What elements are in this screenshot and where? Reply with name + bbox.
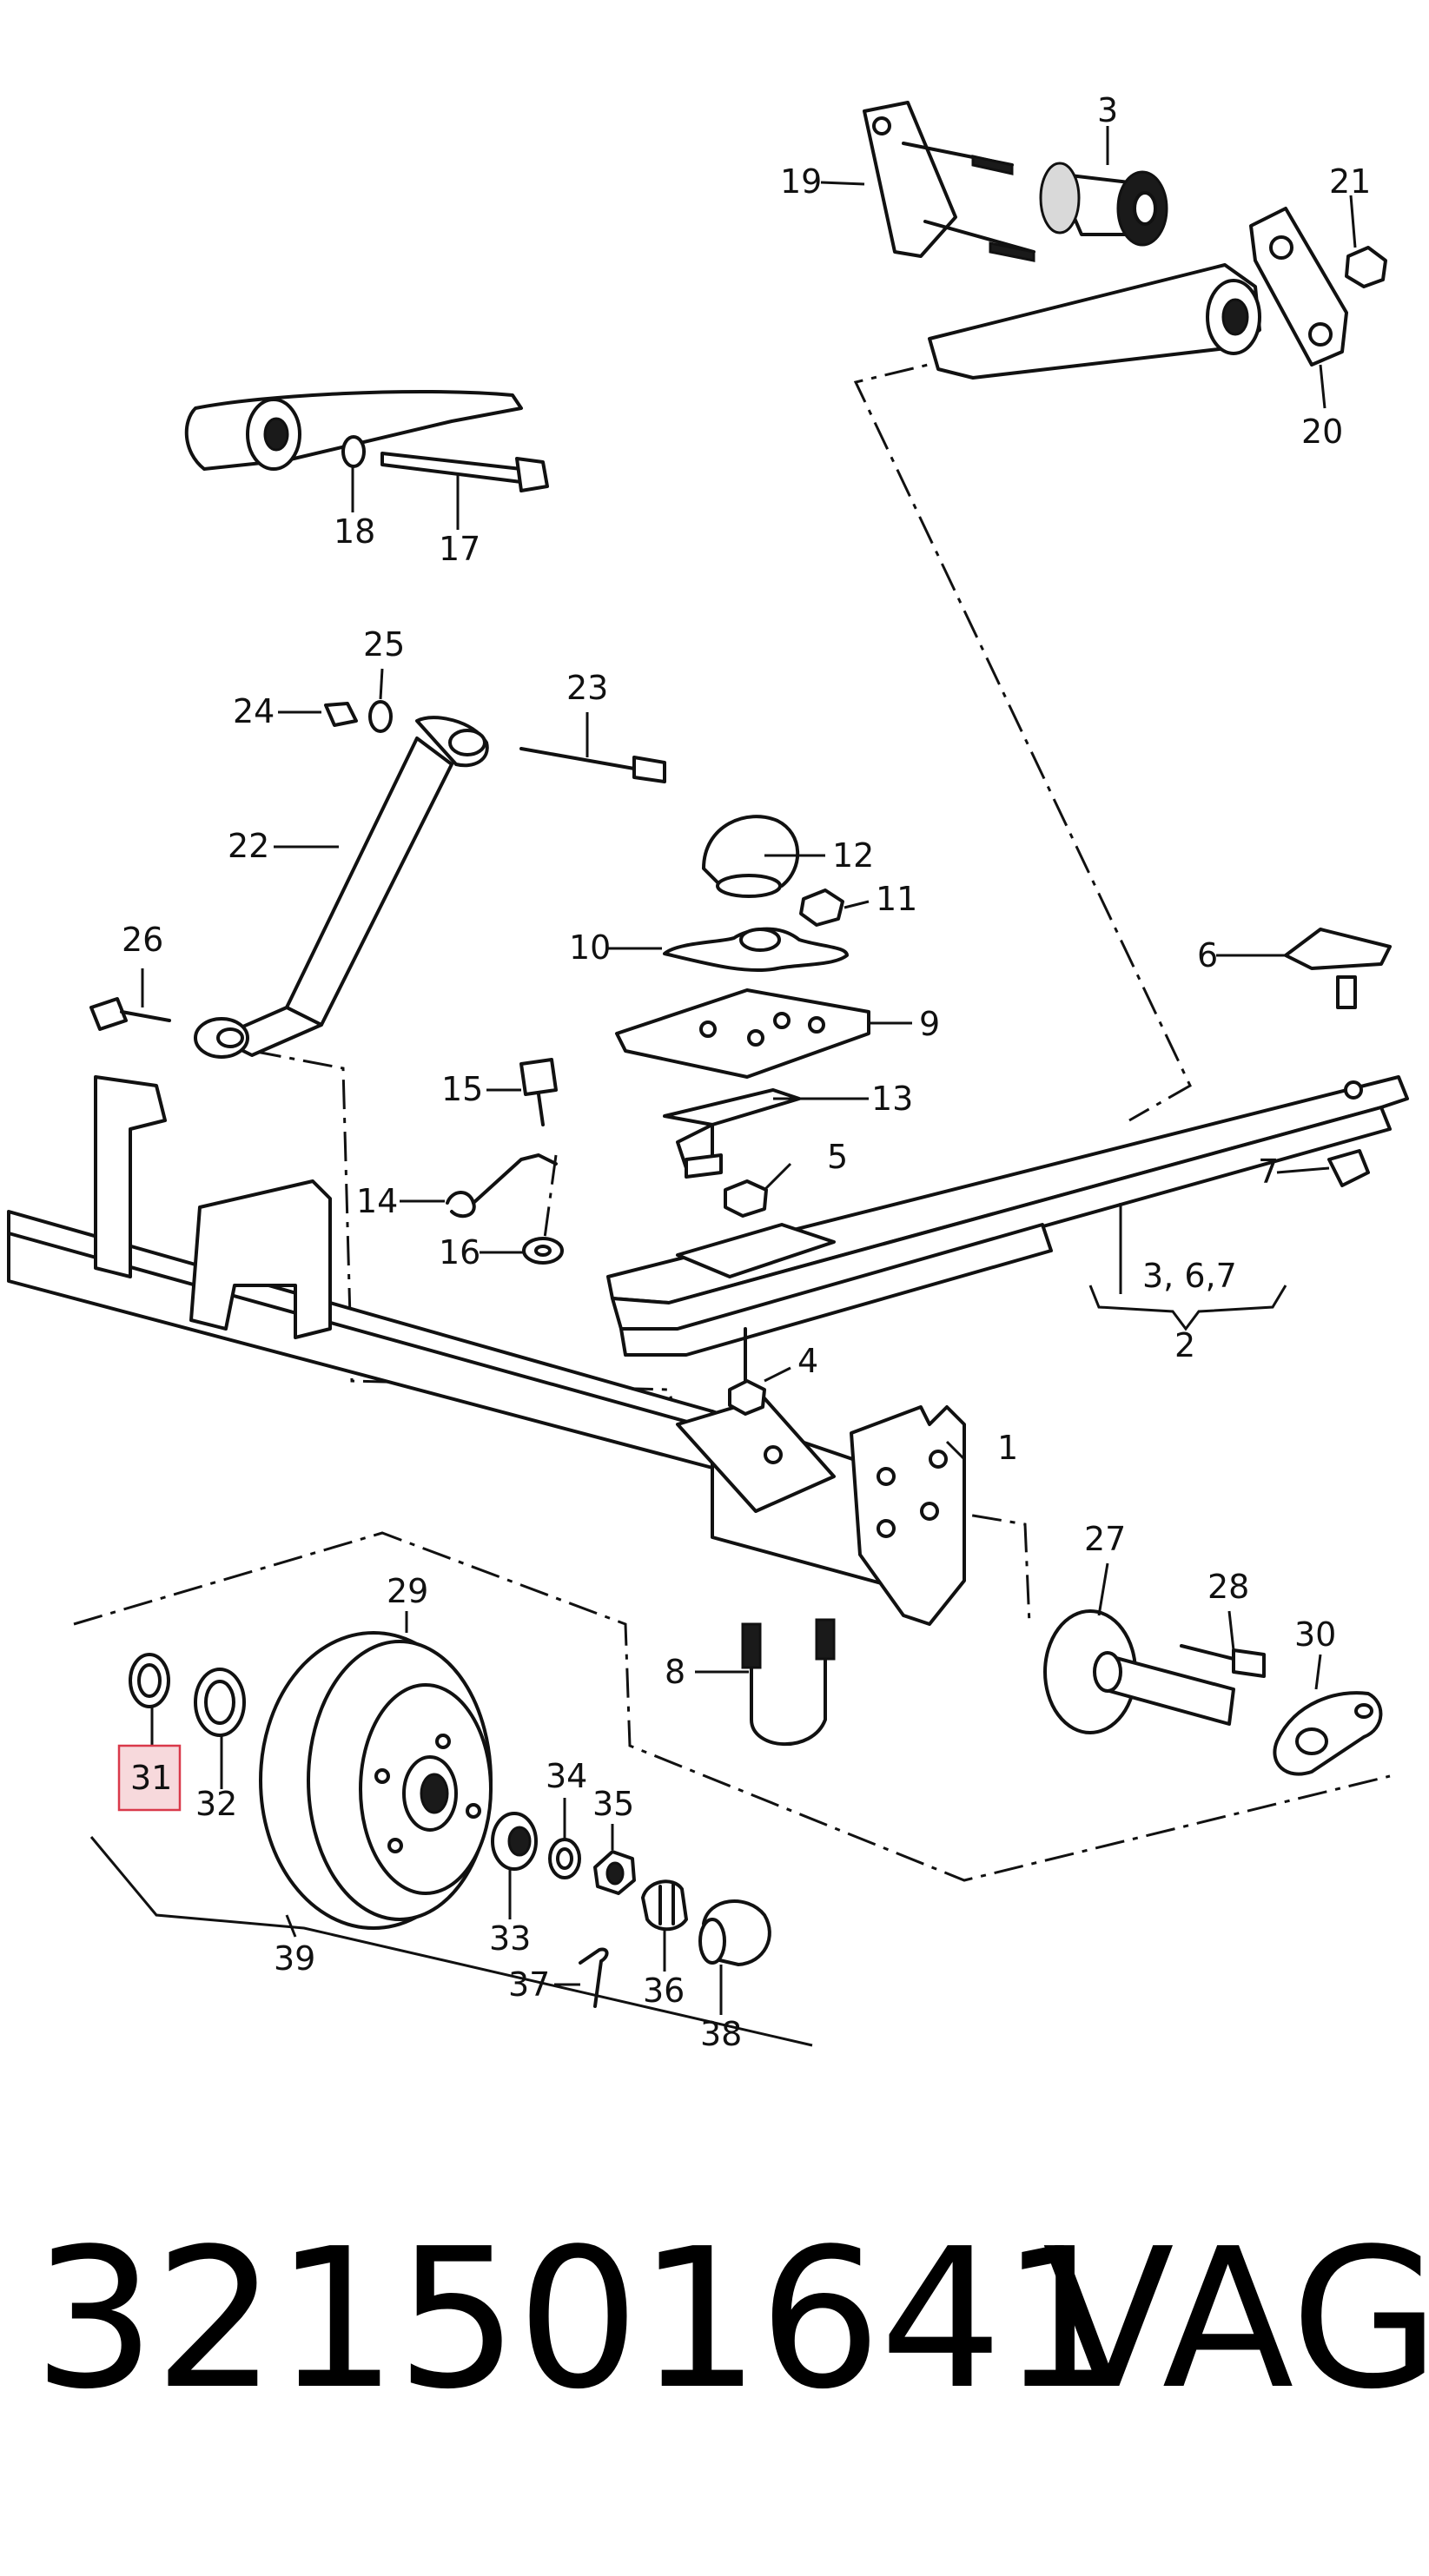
leaf-spring-pack (606, 1075, 1409, 1357)
brake-drum-29 (259, 1631, 493, 1930)
callout-6: 6 (1197, 936, 1218, 974)
callout-18: 18 (334, 512, 375, 551)
callout-3: 3 (1097, 91, 1118, 129)
clip-nut-6 (1284, 928, 1392, 1009)
callout-25: 25 (363, 625, 405, 664)
frame-rail (7, 1075, 905, 1591)
callout-15: 15 (441, 1070, 483, 1108)
callout-19: 19 (780, 162, 822, 201)
spring-end-17 (184, 389, 549, 492)
bolt-28 (1180, 1644, 1266, 1678)
bolt-26 (89, 997, 171, 1031)
callout-2: 2 (1174, 1326, 1195, 1364)
plate-20 (1249, 207, 1348, 367)
callout-8: 8 (665, 1653, 685, 1691)
castle-nut-36 (641, 1879, 688, 1932)
nut-16 (522, 1237, 564, 1265)
nut-5 (724, 1179, 768, 1218)
nut-7 (1327, 1149, 1370, 1187)
bracket-30 (1273, 1691, 1383, 1776)
callout-3-6-7: 3, 6,7 (1142, 1257, 1237, 1295)
bearing-33 (491, 1812, 538, 1871)
cotter-pin-37 (579, 1947, 609, 2008)
callout-20: 20 (1301, 413, 1343, 451)
callout-32: 32 (195, 1785, 237, 1823)
bushing-3 (1039, 162, 1168, 247)
washer-34 (548, 1838, 581, 1879)
callout-13: 13 (871, 1080, 913, 1118)
leader-lines (89, 126, 1357, 2047)
callout-10: 10 (569, 928, 611, 967)
callout-30: 30 (1294, 1615, 1336, 1654)
callout-37: 37 (508, 1965, 550, 2004)
dust-cap-38 (698, 1899, 771, 1966)
callout-4: 4 (797, 1342, 818, 1380)
callout-labels: 3 19 21 20 18 17 25 24 23 22 12 11 10 26… (122, 91, 1371, 2053)
bolt-23 (519, 747, 666, 783)
callout-9: 9 (919, 1005, 940, 1043)
bracket-19 (863, 101, 1035, 262)
nut-21 (1345, 246, 1387, 288)
callout-31: 31 (130, 1759, 172, 1797)
nut-11 (799, 888, 844, 927)
assembly-guide-lines (73, 354, 1391, 1882)
clamp-plate-9 (615, 988, 870, 1079)
bearing-32 (194, 1668, 246, 1737)
callout-14: 14 (356, 1182, 398, 1220)
callout-33: 33 (489, 1919, 531, 1958)
shock-absorber-22 (194, 716, 489, 1059)
callout-23: 23 (566, 669, 608, 707)
callout-1: 1 (997, 1429, 1018, 1467)
callout-34: 34 (546, 1757, 587, 1795)
nut-24-washer-25 (324, 700, 393, 733)
spring-hanger-1 (850, 1405, 966, 1626)
callout-24: 24 (233, 692, 275, 730)
u-bolt-8 (741, 1618, 836, 1747)
bump-stop-12 (702, 815, 800, 898)
callout-28: 28 (1207, 1568, 1249, 1606)
callout-11: 11 (876, 880, 917, 918)
callout-21: 21 (1329, 162, 1371, 201)
callout-35: 35 (592, 1785, 634, 1823)
exploded-parts-diagram: 3 19 21 20 18 17 25 24 23 22 12 11 10 26… (7, 91, 1409, 2053)
callout-7: 7 (1258, 1153, 1279, 1191)
callout-5: 5 (827, 1138, 848, 1176)
stub-axle-27 (1043, 1609, 1235, 1734)
bolt-4 (728, 1327, 766, 1416)
part-number-label: 321501641 (33, 2208, 1123, 2432)
callout-22: 22 (228, 827, 269, 865)
callout-12: 12 (832, 836, 874, 875)
brand-label: VAG (1042, 2208, 1429, 2432)
callout-39: 39 (274, 1939, 315, 1978)
callout-36: 36 (643, 1972, 685, 2010)
spring-eye-upper (928, 263, 1261, 380)
callout-27: 27 (1084, 1520, 1126, 1558)
plate-10 (663, 927, 849, 973)
callout-29: 29 (387, 1572, 428, 1610)
bolt-15 (519, 1058, 558, 1126)
seal-31 (129, 1653, 170, 1708)
callout-38: 38 (700, 2015, 742, 2053)
nut-35 (593, 1850, 636, 1895)
callout-26: 26 (122, 921, 163, 959)
callout-17: 17 (439, 530, 480, 568)
bracket-13 (663, 1088, 801, 1179)
clip-14 (446, 1153, 558, 1219)
highlight-box (117, 1744, 182, 1812)
callout-16: 16 (439, 1233, 480, 1271)
